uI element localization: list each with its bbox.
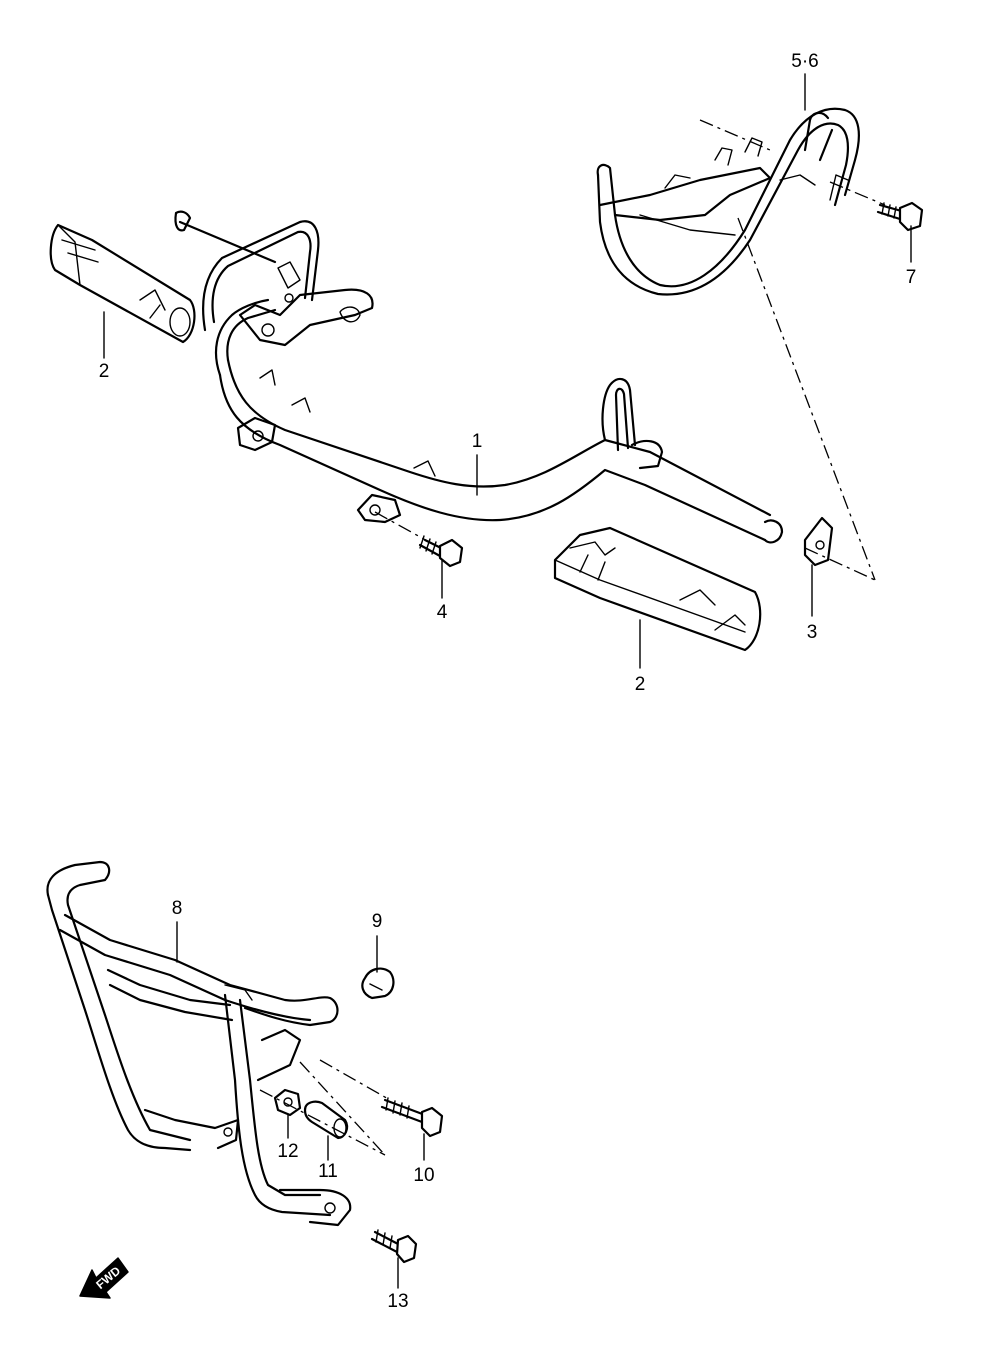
leader-lines	[103, 73, 912, 1289]
part-12-nut	[273, 1088, 302, 1117]
callout-10: 10	[413, 1165, 435, 1186]
part-3-bracket	[803, 516, 834, 567]
part-2-footrest-left	[49, 223, 196, 344]
part-5-6-guard	[596, 107, 860, 296]
callout-9: 9	[371, 911, 383, 932]
callout-8: 8	[171, 898, 183, 919]
part-13-bolt	[370, 1229, 418, 1264]
callout-3: 3	[806, 622, 818, 643]
callout-12: 12	[277, 1141, 299, 1162]
callout-5-6: 5·6	[791, 51, 819, 72]
part-10-bolt	[380, 1097, 444, 1138]
part-2-footrest-right	[553, 526, 762, 652]
assembly-lines	[259, 119, 886, 1156]
callout-4: 4	[436, 602, 448, 623]
part-11-collar	[303, 1100, 349, 1140]
part-8-lower-guard	[46, 860, 352, 1227]
callout-7: 7	[905, 267, 917, 288]
part-1-front-bar	[174, 210, 784, 544]
part-7-bolt	[876, 201, 924, 232]
callout-11: 11	[318, 1161, 338, 1182]
part-9-cap	[361, 967, 395, 1000]
callout-1: 1	[471, 431, 483, 452]
callout-13: 13	[387, 1291, 409, 1312]
callout-2-left: 2	[98, 361, 110, 382]
fwd-arrow-icon: FWD	[79, 1257, 129, 1299]
callout-2-right: 2	[634, 674, 646, 695]
